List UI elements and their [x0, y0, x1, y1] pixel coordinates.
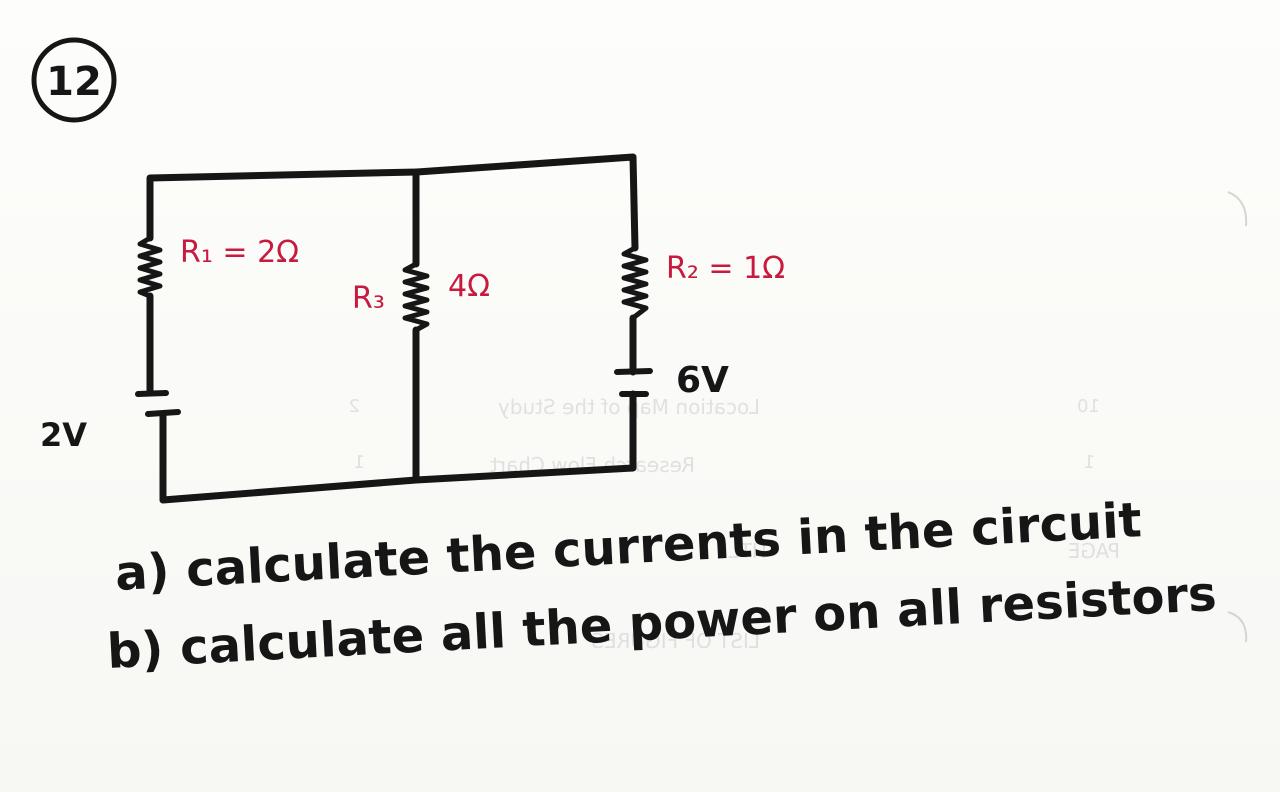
- resistor-r2: [621, 245, 649, 321]
- punch-hole-top: [1227, 191, 1248, 227]
- problem-number-circle: [31, 37, 117, 123]
- r3-label: R₃: [352, 281, 385, 316]
- circuit-wires: [146, 153, 639, 504]
- ghost-page: PAGE: [1068, 539, 1120, 563]
- battery-left: [135, 390, 181, 417]
- battery-right: [614, 368, 653, 397]
- resistor-r1: [137, 235, 163, 299]
- ghost-num-1b: 1: [1084, 452, 1095, 473]
- bottom-wire: [159, 390, 637, 504]
- ghost-num-10: 10: [1077, 396, 1100, 417]
- r3-value: 4Ω: [448, 269, 490, 304]
- resistor-r3: [402, 261, 430, 333]
- ghost-title: TITLE: [716, 539, 771, 563]
- show-through-text: Location Map of the Study Research Flow …: [349, 395, 1120, 653]
- voltage-left-label: 2V: [40, 416, 87, 454]
- r1-label: R₁ = 2Ω: [180, 235, 299, 270]
- ghost-num-2: 2: [349, 396, 360, 417]
- problem-number-badge: 12: [31, 37, 117, 123]
- ghost-list-of-figures: LIST OF FIGURES: [591, 629, 760, 653]
- problem-number: 12: [46, 59, 102, 105]
- ghost-location-map: Location Map of the Study: [498, 395, 760, 419]
- r2-label: R₂ = 1Ω: [666, 251, 785, 286]
- ghost-num-1: 1: [354, 452, 365, 473]
- voltage-right-label: 6V: [676, 360, 729, 401]
- punch-hole-bottom: [1227, 611, 1248, 643]
